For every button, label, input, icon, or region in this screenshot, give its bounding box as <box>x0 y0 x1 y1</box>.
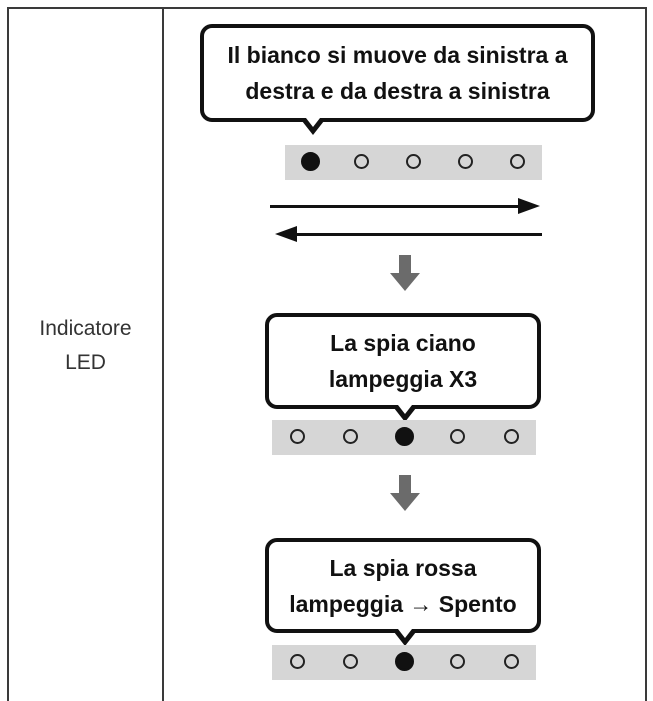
table-top-border <box>7 7 647 9</box>
callout-line1: La spia ciano <box>330 330 476 356</box>
row-header-line1: Indicatore <box>39 317 132 340</box>
led-4 <box>450 429 465 444</box>
arrow-left-icon <box>296 233 542 236</box>
led-5 <box>503 429 519 444</box>
led-2 <box>343 654 358 669</box>
column-divider <box>162 7 164 701</box>
led-1 <box>289 429 305 444</box>
led-bar-step3 <box>272 645 536 680</box>
callout-line2: lampeggia X3 <box>328 366 478 392</box>
led-5 <box>503 654 519 669</box>
arrow-down-icon <box>390 255 420 293</box>
callout-line1: La spia rossa <box>329 555 477 581</box>
arrow-left-head <box>275 226 297 242</box>
callout-line2: destra e da destra a sinistra <box>245 78 550 104</box>
table-right-border <box>645 7 647 701</box>
callout-red-blink: La spia rossa lampeggia → Spento <box>265 538 541 646</box>
led-3 <box>406 154 421 169</box>
table-left-border <box>7 7 9 701</box>
callout-cyan-blink: La spia ciano lampeggia X3 <box>265 313 541 422</box>
arrow-right-icon <box>270 205 520 208</box>
led-bar-step2 <box>272 420 536 455</box>
callout-line1: Il bianco si muove da sinistra a <box>227 42 568 68</box>
led-1 <box>300 152 320 171</box>
led-4 <box>450 654 465 669</box>
arrow-right-head <box>518 198 540 214</box>
led-3 <box>394 652 414 671</box>
led-4 <box>457 154 473 169</box>
row-header: Indicatore LED <box>9 312 162 380</box>
led-5 <box>509 154 525 169</box>
callout-white-sweep: Il bianco si muove da sinistra a destra … <box>200 24 595 135</box>
led-1 <box>289 654 305 669</box>
row-header-line2: LED <box>65 351 106 374</box>
led-2 <box>343 429 358 444</box>
callout-line2: lampeggia → Spento <box>289 591 517 617</box>
led-2 <box>354 154 370 169</box>
led-bar-step1 <box>285 145 542 180</box>
led-3 <box>394 427 414 446</box>
arrow-down-icon <box>390 475 420 513</box>
